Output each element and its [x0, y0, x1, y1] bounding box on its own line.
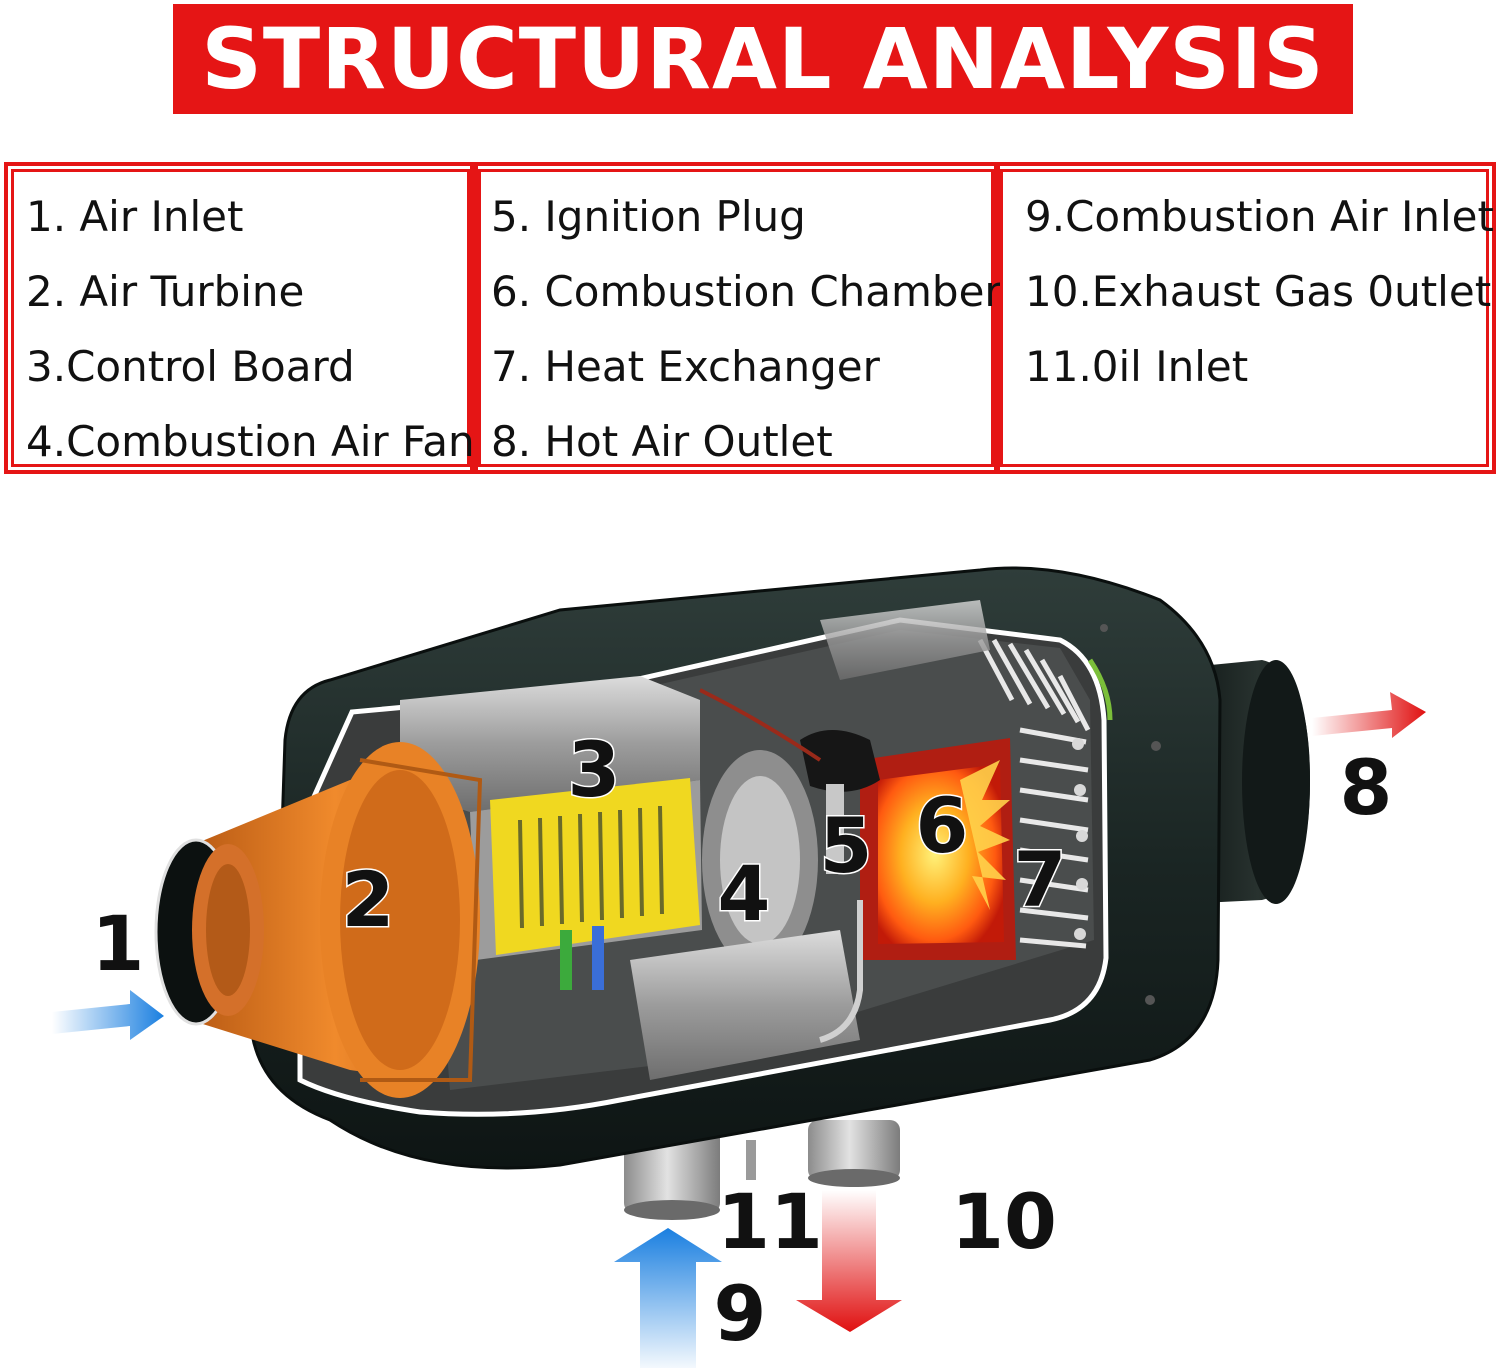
legend-item-combustion-air-inlet: 9.Combustion Air Inlet	[1025, 192, 1494, 241]
legend-item-exhaust-gas-outlet: 10.Exhaust Gas 0utlet	[1025, 267, 1492, 316]
callout-1: 1	[92, 899, 145, 988]
heat-exchanger	[977, 638, 1091, 949]
exhaust-pipe	[808, 1120, 900, 1180]
legend-item-air-inlet: 1. Air Inlet	[26, 192, 244, 241]
callout-9: 9	[714, 1269, 767, 1358]
legend-column-2: 5. Ignition Plug 6. Combustion Chamber 7…	[478, 166, 1002, 470]
legend-item-hot-air-outlet: 8. Hot Air Outlet	[491, 417, 833, 466]
flow-arrows	[52, 692, 1426, 1368]
callout-6: 6	[916, 781, 969, 870]
legend-item-control-board: 3.Control Board	[26, 342, 355, 391]
combustion-chamber	[860, 738, 1016, 960]
oil-inlet-tube	[746, 1140, 756, 1180]
ignition-plug	[699, 688, 880, 1043]
cold-air-inlet-arrow	[52, 990, 164, 1040]
callout-3: 3	[568, 725, 621, 814]
callout-2: 2	[342, 855, 395, 944]
callout-4: 4	[718, 849, 771, 938]
callout-5: 5	[820, 801, 873, 890]
legend-item-oil-inlet: 11.0il Inlet	[1025, 342, 1249, 391]
legend-item-ignition-plug: 5. Ignition Plug	[491, 192, 806, 241]
callout-7: 7	[1014, 835, 1067, 924]
legend-item-heat-exchanger: 7. Heat Exchanger	[491, 342, 880, 391]
title-banner: STRUCTURAL ANALYSIS	[173, 4, 1353, 114]
hot-air-outlet-arrow	[1312, 692, 1426, 738]
legend-item-combustion-air-fan: 4.Combustion Air Fan	[26, 417, 475, 466]
combustion-air-fan	[630, 750, 860, 1080]
exhaust-outlet-arrow	[796, 1190, 902, 1332]
heater-cutaway-diagram: 1 2 3 4 5 6 7 8 9 10 11	[52, 566, 1426, 1368]
legend-column-3: 9.Combustion Air Inlet 10.Exhaust Gas 0u…	[1000, 166, 1494, 470]
callout-numbers: 1 2 3 4 5 6 7 8 9 10 11	[92, 724, 1393, 1359]
callout-10: 10	[951, 1177, 1057, 1266]
legend-item-combustion-chamber: 6. Combustion Chamber	[491, 267, 1002, 316]
parts-legend-table: 1. Air Inlet 2. Air Turbine 3.Control Bo…	[4, 162, 1496, 474]
control-board	[400, 676, 702, 990]
air-turbine	[190, 742, 483, 1098]
legend-column-1: 1. Air Inlet 2. Air Turbine 3.Control Bo…	[8, 166, 478, 470]
callout-11: 11	[717, 1177, 823, 1266]
legend-item-air-turbine: 2. Air Turbine	[26, 267, 305, 316]
air-inlet	[154, 838, 264, 1026]
callout-8: 8	[1340, 743, 1393, 832]
page-title: STRUCTURAL ANALYSIS	[201, 10, 1325, 108]
combustion-air-inlet-arrow	[614, 1228, 722, 1368]
